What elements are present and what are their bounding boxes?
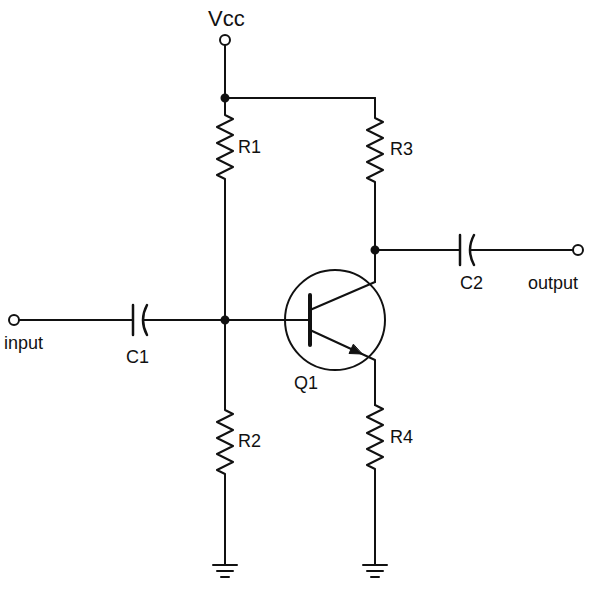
- part-label: R2: [238, 432, 261, 450]
- part-label: C1: [126, 348, 149, 366]
- capacitor-symbol: [459, 235, 462, 265]
- resistor-symbol: [217, 320, 233, 565]
- input-terminal: [9, 315, 19, 325]
- transistor-collector: [310, 282, 375, 310]
- part-label: output: [528, 274, 578, 292]
- resistor-symbol: [367, 405, 383, 565]
- output-wire: [375, 249, 460, 251]
- part-label: R1: [238, 138, 261, 156]
- emitter-arrow: [349, 345, 362, 355]
- part-label: Q1: [294, 374, 318, 392]
- output-wire: [470, 249, 573, 251]
- part-label: Vcc: [208, 8, 245, 30]
- supply-wire: [225, 45, 375, 98]
- part-label: C2: [460, 274, 483, 292]
- ground-symbol: [363, 565, 387, 577]
- input-wire: [19, 319, 133, 321]
- transistor-emitter: [310, 330, 375, 405]
- transistor-base: [308, 295, 312, 345]
- ground-symbol: [213, 565, 237, 577]
- part-label: R3: [390, 140, 413, 158]
- output-terminal: [573, 245, 583, 255]
- vcc-terminal: [220, 35, 230, 45]
- transistor-envelope: [285, 270, 385, 370]
- resistor-symbol: [217, 98, 233, 320]
- resistor-symbol: [367, 98, 383, 282]
- part-label: input: [4, 334, 43, 352]
- part-label: R4: [390, 428, 413, 446]
- capacitor-symbol: [132, 305, 135, 335]
